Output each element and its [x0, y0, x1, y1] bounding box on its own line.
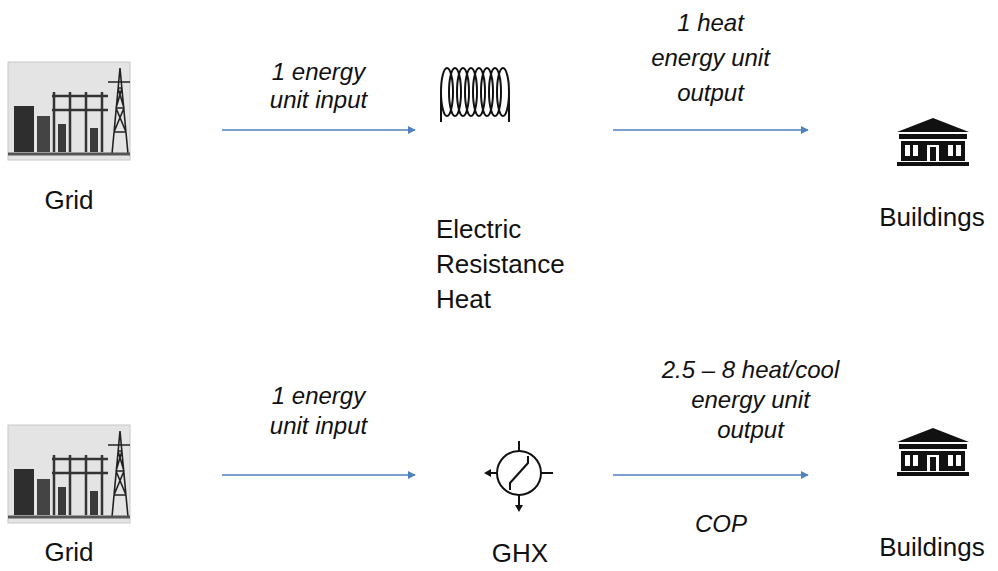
grid-icon — [8, 425, 130, 523]
flow-arrow — [222, 129, 415, 131]
exchanger-ports — [489, 441, 553, 506]
node-label: Grid — [8, 537, 130, 567]
edge-label: 1 energy unit input — [259, 381, 379, 441]
icon-node: Electric Resistance Heat — [436, 66, 576, 317]
exchanger-zigzag — [510, 456, 528, 490]
edge-label: 2.5 – 8 heat/cool energy unit output — [658, 355, 843, 445]
resistance-coil — [441, 68, 509, 122]
icon-node: Buildings — [872, 428, 992, 562]
heat-exchanger-symbol — [484, 441, 553, 512]
icon-space — [872, 118, 992, 202]
icon-space — [872, 428, 992, 532]
icon-space — [8, 62, 130, 185]
coil-lead — [441, 94, 509, 122]
node-label: Grid — [8, 185, 130, 215]
annotation-label: COP — [695, 510, 747, 538]
grid-icon — [8, 62, 130, 160]
icon-node: Grid — [8, 62, 130, 215]
node-label: Buildings — [872, 202, 992, 232]
icon-node: Buildings — [872, 118, 992, 232]
flow-arrow — [613, 129, 808, 131]
edge-label: 1 heat energy unit output — [646, 5, 776, 110]
icon-space — [436, 66, 576, 212]
icon-node: Grid — [8, 425, 130, 567]
coil-loop — [497, 68, 509, 116]
edge-label: 1 energy unit input — [259, 58, 379, 114]
building-icon — [897, 118, 969, 166]
building-icon — [897, 428, 969, 476]
node-label: GHX — [480, 538, 560, 568]
icon-node: GHX — [480, 440, 560, 568]
icon-space — [8, 425, 130, 537]
node-label: Buildings — [872, 532, 992, 562]
icon-space — [480, 440, 560, 538]
flow-arrow — [222, 474, 415, 476]
exchanger-circle — [497, 451, 541, 495]
flow-arrow — [613, 474, 808, 476]
node-label: Electric Resistance Heat — [436, 212, 576, 317]
